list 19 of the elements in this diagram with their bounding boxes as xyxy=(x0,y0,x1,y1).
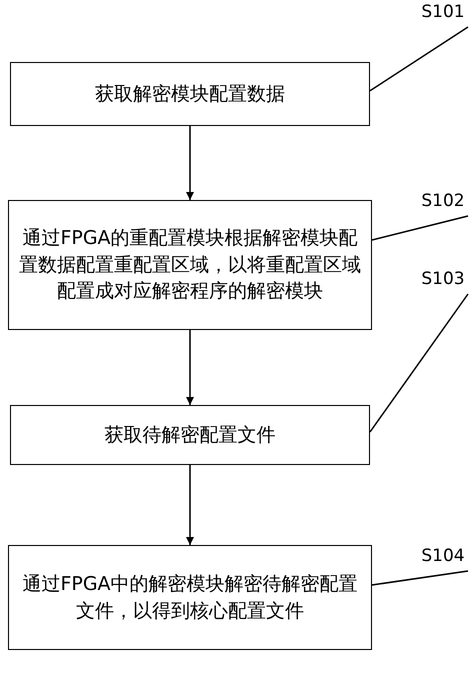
step-number: S101 xyxy=(421,1,465,24)
leader-line xyxy=(370,26,468,92)
step-text: 通过FPGA中的解密模块解密待解密配置文件，以得到核心配置文件 xyxy=(21,572,359,624)
step-number: S104 xyxy=(421,545,465,568)
step-text: 通过FPGA的重配置模块根据解密模块配置数据配置重配置区域，以将重配置区域配置成对应解密程序的解密模块 xyxy=(18,226,362,304)
step-text: 获取解密模块配置数据 xyxy=(95,82,285,107)
leader-line xyxy=(369,294,469,432)
arrow xyxy=(186,465,194,545)
process-box xyxy=(10,62,370,126)
arrow xyxy=(186,330,194,405)
process-box xyxy=(8,200,372,330)
step-text: 获取待解密配置文件 xyxy=(104,422,276,448)
step-number: S103 xyxy=(421,268,465,292)
process-box xyxy=(8,545,372,650)
process-box xyxy=(10,405,370,465)
leader-line xyxy=(372,215,468,241)
step-number: S102 xyxy=(421,190,465,214)
leader-line xyxy=(372,570,468,586)
arrow xyxy=(186,126,194,200)
